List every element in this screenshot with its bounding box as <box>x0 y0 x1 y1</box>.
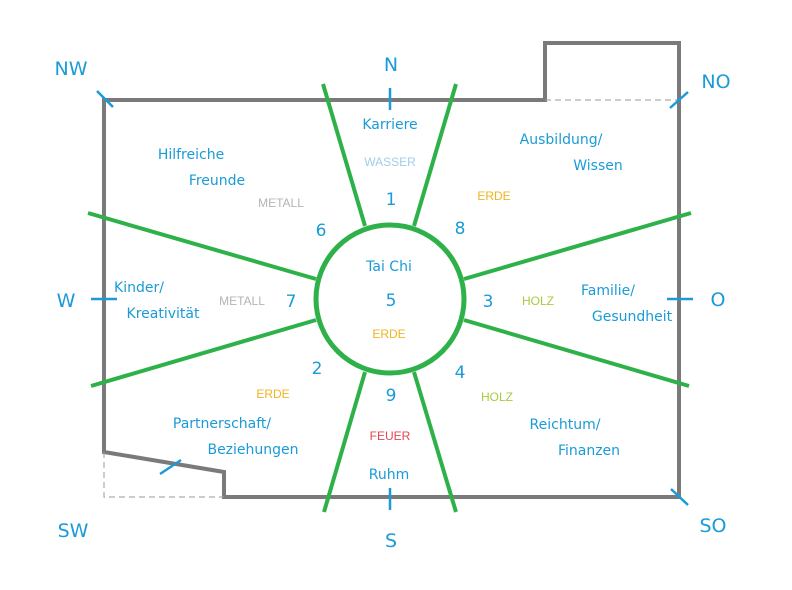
center-element: ERDE <box>372 327 405 341</box>
zone-northeast-label-1: Ausbildung/ <box>520 132 603 148</box>
center-number: 5 <box>386 291 397 311</box>
zone-northwest-label-1: Hilfreiche <box>158 147 224 163</box>
direction-label-s: S <box>385 530 397 552</box>
zone-southwest-number: 2 <box>312 359 323 379</box>
missing-corner-sw-dashed <box>103 452 224 498</box>
zone-north-label: Karriere <box>362 117 417 133</box>
zone-south-element: FEUER <box>370 429 411 443</box>
sector-line <box>322 371 367 513</box>
zone-northeast-element: ERDE <box>477 189 510 203</box>
zone-north-number: 1 <box>386 190 397 210</box>
zone-northwest-element: METALL <box>258 196 304 210</box>
zone-northwest-number: 6 <box>316 221 327 241</box>
zone-south-number: 9 <box>386 386 397 406</box>
tick-no <box>669 91 689 109</box>
center-title: Tai Chi <box>365 259 412 275</box>
zone-west-label-1: Kinder/ <box>114 280 164 296</box>
zone-west-number: 7 <box>286 292 297 312</box>
zone-west-label-2: Kreativität <box>127 306 200 322</box>
zone-northeast-number: 8 <box>455 219 466 239</box>
sector-line <box>463 211 692 281</box>
zone-northwest-label-2: Freunde <box>189 173 245 189</box>
sector-line <box>412 83 458 227</box>
sector-line <box>90 318 317 388</box>
zone-southeast-element: HOLZ <box>481 390 513 404</box>
zone-north-element: WASSER <box>364 155 416 169</box>
direction-label-o: O <box>711 289 726 311</box>
direction-label-so: SO <box>699 515 726 537</box>
zone-east-label-1: Familie/ <box>581 283 635 299</box>
zone-south-label: Ruhm <box>369 467 409 483</box>
zone-southeast-label-2: Finanzen <box>558 443 620 459</box>
tick-so <box>670 488 689 506</box>
sector-line <box>412 371 458 513</box>
zone-southeast-label-1: Reichtum/ <box>530 417 601 433</box>
direction-label-nw: NW <box>55 58 88 80</box>
direction-label-n: N <box>384 54 398 76</box>
sector-line <box>321 83 367 227</box>
zone-northeast-label-2: Wissen <box>573 158 623 174</box>
zone-southwest-label-1: Partnerschaft/ <box>173 416 271 432</box>
sector-lines <box>87 83 692 513</box>
direction-label-sw: SW <box>58 520 89 542</box>
compass-ticks <box>91 88 693 510</box>
zone-southwest-label-2: Beziehungen <box>207 442 298 458</box>
direction-label-w: W <box>57 290 76 312</box>
tick-sw <box>159 458 182 476</box>
zone-east-number: 3 <box>483 292 494 312</box>
sector-line <box>87 211 317 281</box>
zone-east-label-2: Gesundheit <box>592 309 673 325</box>
zone-east-element: HOLZ <box>522 294 554 308</box>
zone-southwest-element: ERDE <box>256 387 289 401</box>
zone-southeast-number: 4 <box>455 363 466 383</box>
direction-label-no: NO <box>701 71 730 93</box>
zone-west-element: METALL <box>219 294 265 308</box>
tick-nw <box>96 90 114 108</box>
sector-line <box>463 318 690 388</box>
tai-chi-circle <box>313 222 467 376</box>
